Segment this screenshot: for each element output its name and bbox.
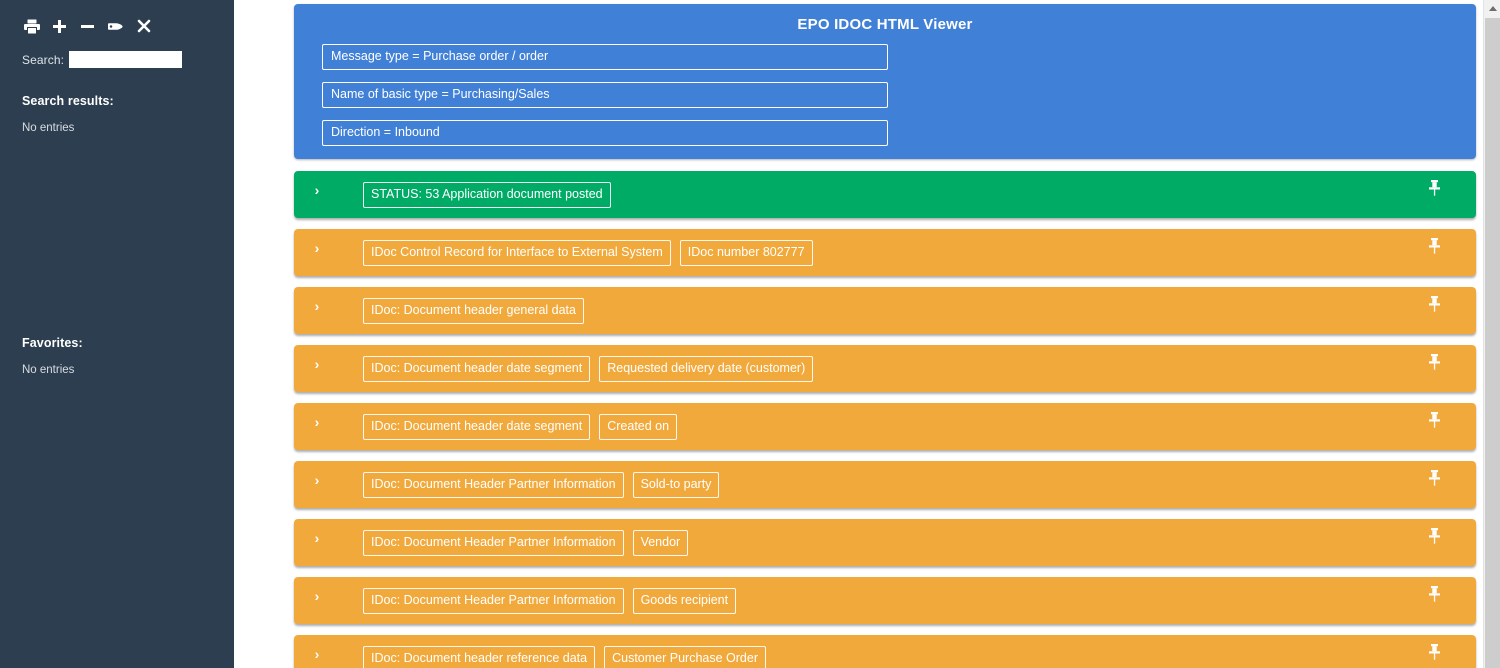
favorites-heading: Favorites: bbox=[22, 336, 83, 350]
pin-icon[interactable] bbox=[1428, 180, 1442, 197]
pin-icon[interactable] bbox=[1428, 354, 1442, 371]
pin-icon[interactable] bbox=[1428, 470, 1442, 487]
search-row: Search: bbox=[0, 38, 234, 68]
header-field: Message type = Purchase order / order bbox=[322, 44, 888, 71]
sidebar: Search: Search results: No entries Favor… bbox=[0, 0, 234, 668]
segment-row[interactable]: › IDoc: Document Header Partner Informati… bbox=[294, 577, 1476, 625]
segment-labels: IDoc: Document Header Partner Informatio… bbox=[363, 587, 737, 614]
segment-name-tag: IDoc: Document Header Partner Informatio… bbox=[363, 471, 624, 498]
segment-name-tag: IDoc: Document header date segment bbox=[363, 355, 591, 382]
segment-row[interactable]: › IDoc: Document header general data bbox=[294, 287, 1476, 335]
chevron-right-icon[interactable]: › bbox=[314, 298, 320, 315]
pin-icon[interactable] bbox=[1428, 238, 1442, 255]
segment-name-tag: IDoc: Document header date segment bbox=[363, 413, 591, 440]
tag-icon[interactable] bbox=[106, 15, 125, 37]
segment-name-tag: IDoc: Document Header Partner Informatio… bbox=[363, 587, 624, 614]
collapse-all-icon[interactable] bbox=[78, 15, 97, 37]
segment-labels: IDoc: Document Header Partner Informatio… bbox=[363, 471, 720, 498]
segment-qualifier-tag: Sold-to party bbox=[632, 471, 720, 498]
segment-labels: IDoc: Document Header Partner Informatio… bbox=[363, 529, 689, 556]
chevron-right-icon[interactable]: › bbox=[314, 472, 320, 489]
segment-qualifier-tag: Requested delivery date (customer) bbox=[599, 355, 814, 382]
pin-icon[interactable] bbox=[1428, 296, 1442, 313]
search-results-empty: No entries bbox=[22, 122, 75, 134]
page-title: EPO IDOC HTML Viewer bbox=[797, 16, 973, 33]
segment-name-tag: IDoc: Document header general data bbox=[363, 297, 584, 324]
sidebar-toolbar bbox=[0, 0, 234, 38]
segment-name-tag: IDoc Control Record for Interface to Ext… bbox=[363, 239, 671, 266]
chevron-right-icon[interactable]: › bbox=[314, 588, 320, 605]
segment-qualifier-tag: Goods recipient bbox=[632, 587, 737, 614]
chevron-right-icon[interactable]: › bbox=[314, 356, 320, 373]
header-field: Direction = Inbound bbox=[322, 120, 888, 147]
segment-row[interactable]: › IDoc: Document header date segment Reque… bbox=[294, 345, 1476, 393]
segment-qualifier-tag: Vendor bbox=[632, 529, 689, 556]
segment-labels: IDoc: Document header reference data Cust… bbox=[363, 645, 766, 668]
idoc-tree: EPO IDOC HTML Viewer Message type = Purc… bbox=[294, 0, 1476, 668]
chevron-up-icon bbox=[1488, 6, 1497, 11]
chevron-right-icon[interactable]: › bbox=[314, 530, 320, 547]
segment-labels: STATUS: 53 Application document posted bbox=[363, 181, 611, 208]
segment-qualifier-tag: Customer Purchase Order bbox=[604, 645, 766, 668]
scrollbar-thumb[interactable] bbox=[1485, 18, 1500, 668]
scroll-up-arrow-icon[interactable] bbox=[1484, 0, 1500, 17]
chevron-right-icon[interactable]: › bbox=[314, 414, 320, 431]
chevron-right-icon[interactable]: › bbox=[314, 182, 320, 199]
segment-name-tag: STATUS: 53 Application document posted bbox=[363, 181, 611, 208]
segment-row[interactable]: › IDoc: Document Header Partner Informati… bbox=[294, 519, 1476, 567]
segment-row[interactable]: › IDoc Control Record for Interface to Ex… bbox=[294, 229, 1476, 277]
document-header-panel: EPO IDOC HTML Viewer Message type = Purc… bbox=[294, 4, 1476, 160]
search-results-heading: Search results: bbox=[22, 94, 114, 108]
search-label: Search: bbox=[22, 52, 65, 67]
close-icon[interactable] bbox=[134, 15, 153, 37]
segment-labels: IDoc: Document header general data bbox=[363, 297, 584, 324]
segment-row[interactable]: › IDoc: Document header date segment Creat… bbox=[294, 403, 1476, 451]
main-content: EPO IDOC HTML Viewer Message type = Purc… bbox=[234, 0, 1500, 668]
chevron-right-icon[interactable]: › bbox=[314, 240, 320, 257]
segment-labels: IDoc: Document header date segment Create… bbox=[363, 413, 678, 440]
chevron-right-icon[interactable]: › bbox=[314, 646, 320, 663]
vertical-scrollbar[interactable] bbox=[1483, 0, 1500, 668]
segment-name-tag: IDoc: Document header reference data bbox=[363, 645, 596, 668]
segment-name-tag: IDoc: Document Header Partner Informatio… bbox=[363, 529, 624, 556]
segment-list: ›STATUS: 53 Application document posted›… bbox=[294, 171, 1476, 668]
search-input[interactable] bbox=[69, 51, 183, 68]
segment-row[interactable]: › STATUS: 53 Application document posted bbox=[294, 171, 1476, 219]
pin-icon[interactable] bbox=[1428, 586, 1442, 603]
pin-icon[interactable] bbox=[1428, 412, 1442, 429]
search-results-block: Search results: No entries bbox=[0, 68, 234, 134]
header-field: Name of basic type = Purchasing/Sales bbox=[322, 82, 888, 109]
segment-qualifier-tag: Created on bbox=[599, 413, 678, 440]
segment-qualifier-tag: IDoc number 802777 bbox=[679, 239, 813, 266]
segment-row[interactable]: › IDoc: Document Header Partner Informati… bbox=[294, 461, 1476, 509]
favorites-empty: No entries bbox=[22, 364, 75, 376]
segment-labels: IDoc Control Record for Interface to Ext… bbox=[363, 239, 813, 266]
segment-labels: IDoc: Document header date segment Reques… bbox=[363, 355, 814, 382]
expand-all-icon[interactable] bbox=[50, 15, 69, 37]
favorites-block: Favorites: No entries bbox=[0, 310, 234, 376]
segment-row[interactable]: › IDoc: Document header reference data Cus… bbox=[294, 635, 1476, 668]
pin-icon[interactable] bbox=[1428, 644, 1442, 661]
pin-icon[interactable] bbox=[1428, 528, 1442, 545]
print-icon[interactable] bbox=[22, 15, 41, 37]
